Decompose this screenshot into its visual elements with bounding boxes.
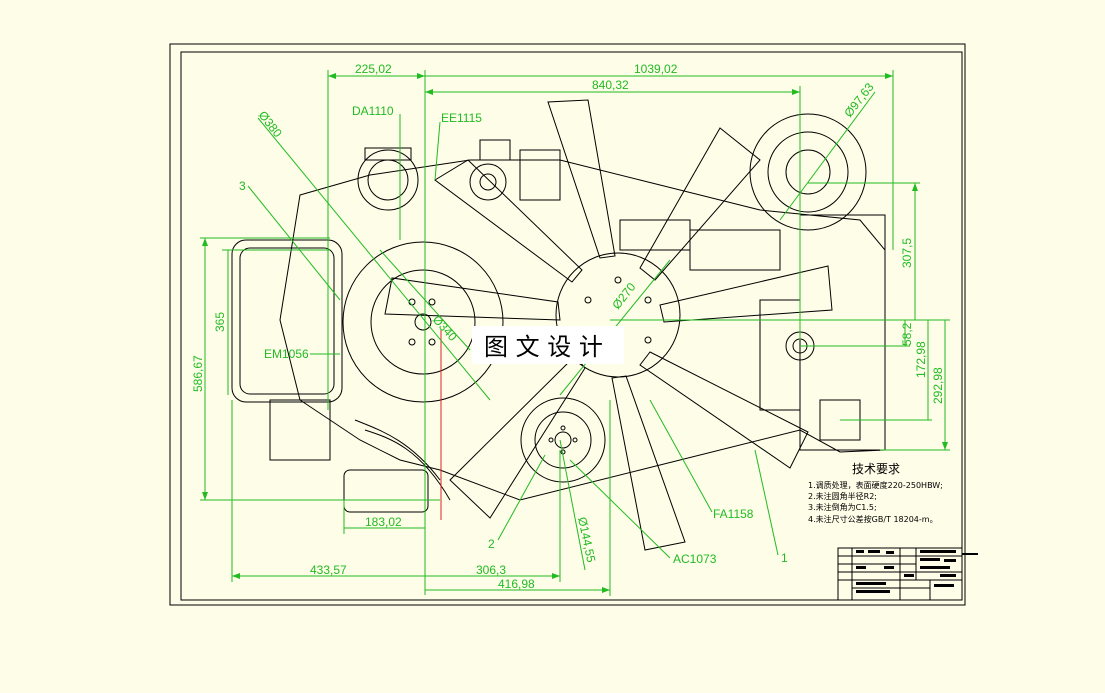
label-part-2: 2 (488, 537, 495, 551)
note-line-3: 3.未注倒角为C1.5; (808, 502, 877, 512)
outer-border (169, 43, 966, 606)
dim-306: 306,3 (476, 563, 506, 577)
dim-586: 586,67 (191, 355, 205, 392)
note-line-4: 4.未注尺寸公差按GB/T 18204-m。 (808, 514, 938, 524)
dim-1039: 1039,02 (634, 62, 678, 76)
label-part-3: 3 (239, 179, 246, 193)
dim-58: 58,2 (900, 322, 914, 346)
watermark-text: 图 文 设 计 (484, 333, 603, 361)
dim-365: 365 (213, 312, 227, 332)
label-fa1158: FA1158 (713, 507, 754, 521)
watermark-box (472, 326, 624, 364)
label-em1056: EM1056 (264, 347, 309, 361)
dimension-arrows (202, 73, 948, 593)
note-line-2: 2.未注圆角半径R2; (808, 491, 877, 501)
dim-225: 225,02 (355, 62, 392, 76)
label-ee1115: EE1115 (441, 111, 482, 125)
dim-307: 307,5 (900, 238, 914, 268)
notes-title: 技术要求 (852, 462, 900, 476)
dim-172: 172,98 (914, 341, 928, 378)
title-block-fill (856, 550, 956, 593)
dim-380: Ø380 (256, 108, 285, 140)
dim-840: 840,32 (592, 78, 629, 92)
note-line-1: 1.调质处理，表面硬度220-250HBW; (808, 480, 943, 490)
engine-body (231, 99, 886, 551)
dim-144: Ø144,55 (575, 516, 598, 564)
label-da1110: DA1110 (352, 104, 394, 118)
dim-340: Ø340 (430, 313, 460, 344)
dimension-lines (200, 70, 950, 596)
inner-border (180, 51, 963, 601)
dim-183: 183,02 (365, 515, 402, 529)
label-part-1: 1 (781, 551, 788, 565)
title-block (837, 547, 978, 601)
label-ac1073: AC1073 (673, 552, 717, 566)
dim-416: 416,98 (498, 577, 535, 591)
dim-433: 433,57 (310, 563, 347, 577)
dim-292: 292,98 (931, 367, 945, 404)
dim-270: Ø270 (609, 280, 638, 312)
